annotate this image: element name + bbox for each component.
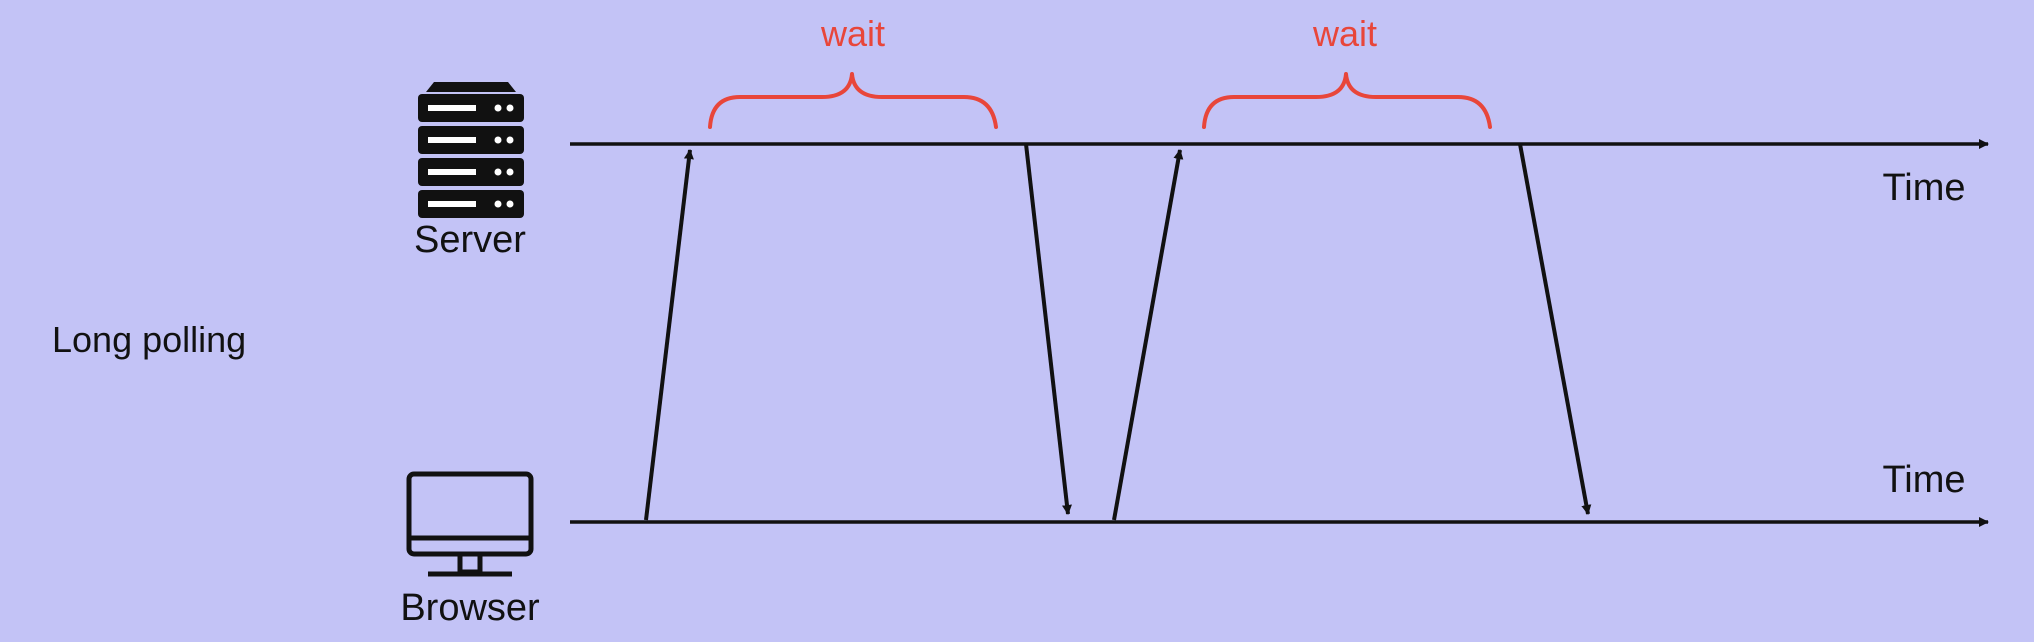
browser-time-label: Time: [1882, 459, 1965, 501]
wait-brace-1: [708, 72, 998, 129]
response-arrow-2: [1518, 143, 1592, 515]
wait-label-2: wait: [1312, 13, 1377, 54]
server-label: Server: [414, 219, 526, 261]
server-time-label: Time: [1882, 167, 1965, 209]
server-icon: [418, 82, 524, 218]
monitor-icon: [406, 471, 534, 577]
browser-label: Browser: [400, 587, 540, 629]
response-arrow-1: [1024, 143, 1072, 515]
diagram-title: Long polling: [52, 319, 246, 360]
request-arrow-1: [644, 149, 694, 521]
wait-brace-2: [1202, 72, 1492, 129]
wait-label-1: wait: [820, 13, 885, 54]
request-arrow-2: [1112, 149, 1184, 521]
